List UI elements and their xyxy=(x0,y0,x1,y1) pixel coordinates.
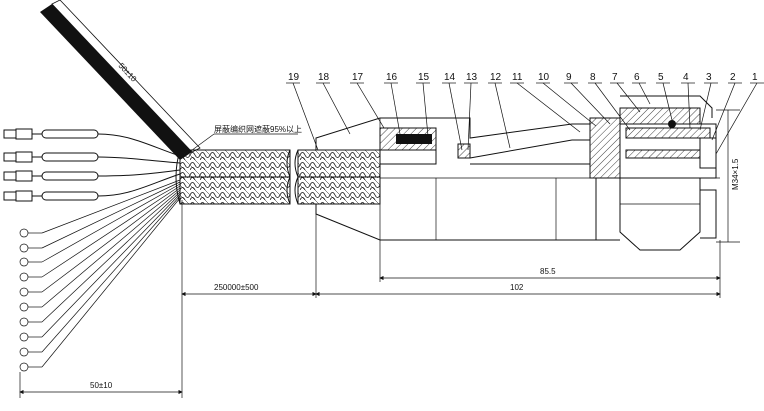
fiber-connectors xyxy=(3,128,181,202)
part-number-6: 6 xyxy=(634,72,640,83)
part-number-13: 13 xyxy=(466,72,478,83)
dimension-lines xyxy=(19,200,721,398)
part-number-3: 3 xyxy=(706,72,712,83)
connector-body xyxy=(315,95,720,251)
part-number-5: 5 xyxy=(658,72,664,83)
braided-cable xyxy=(175,149,381,205)
fiber-connector xyxy=(3,128,181,157)
part-number-17: 17 xyxy=(352,72,364,83)
part-number-8: 8 xyxy=(590,72,596,83)
part-number-18: 18 xyxy=(318,72,330,83)
part-number-14: 14 xyxy=(444,72,456,83)
part-number-11: 11 xyxy=(512,72,523,83)
thread-spec-label: M34×1.5 xyxy=(731,158,740,190)
part-number-4: 4 xyxy=(683,72,689,83)
dimension-102: 102 xyxy=(510,283,524,292)
fiber-connector xyxy=(3,173,181,202)
dimension-50-bottom: 50±10 xyxy=(90,381,113,390)
part-number-1: 1 xyxy=(752,72,758,83)
dimension-85-5: 85.5 xyxy=(540,267,556,276)
dimension-250000: 250000±500 xyxy=(214,283,259,292)
part-number-10: 10 xyxy=(538,72,550,83)
part-number-19: 19 xyxy=(288,72,300,83)
part-number-9: 9 xyxy=(566,72,572,83)
leader-lines xyxy=(286,82,764,155)
ring-terminals xyxy=(19,179,181,372)
part-number-15: 15 xyxy=(418,72,430,83)
fiber-connector xyxy=(3,151,181,164)
fiber-connector xyxy=(3,169,181,182)
part-number-2: 2 xyxy=(730,72,736,83)
braid-note: 屏蔽编织网遮蔽95%以上 xyxy=(214,124,302,134)
part-number-7: 7 xyxy=(612,72,618,83)
flat-cable: 50±10 xyxy=(40,0,201,160)
part-number-12: 12 xyxy=(490,72,502,83)
part-number-callouts: 19 18 17 16 15 14 13 12 11 10 9 8 7 6 5 … xyxy=(288,72,758,83)
part-number-16: 16 xyxy=(386,72,398,83)
